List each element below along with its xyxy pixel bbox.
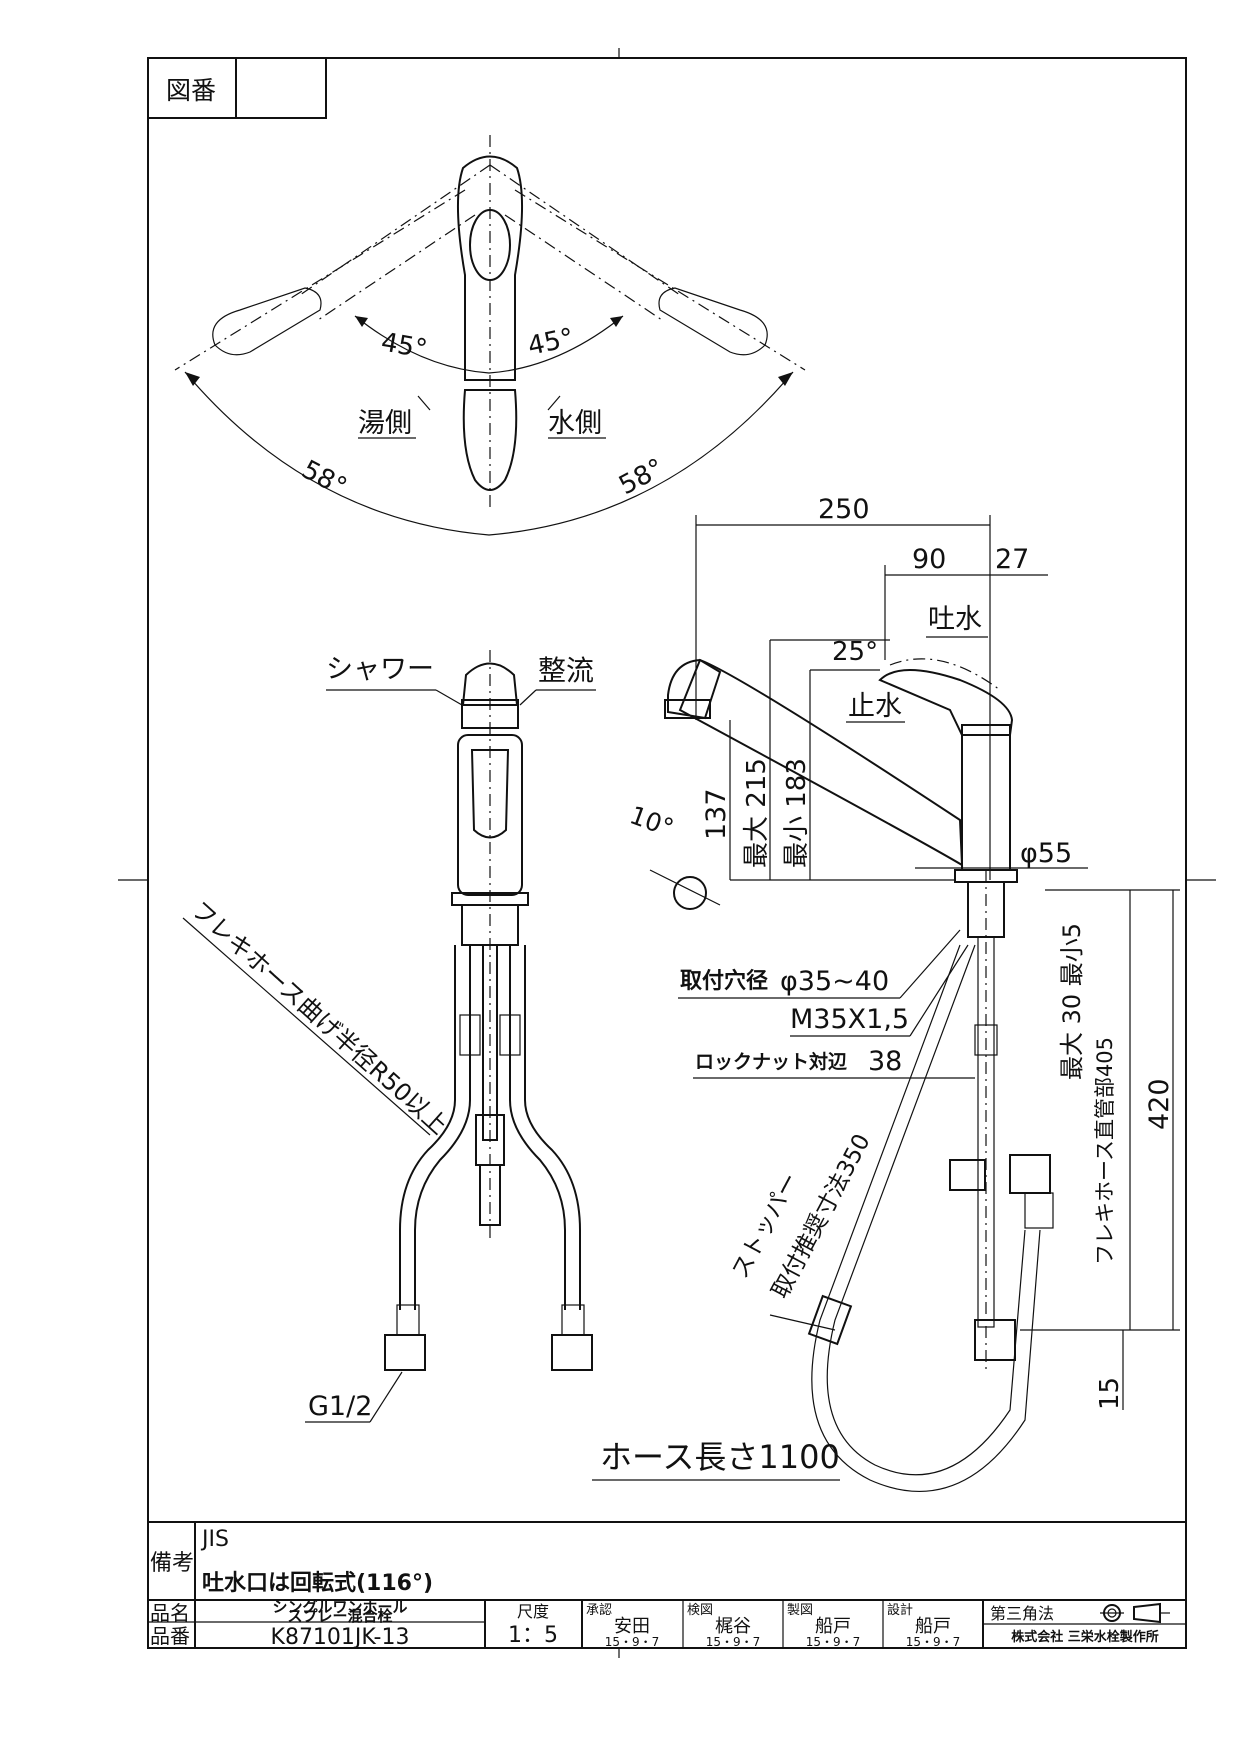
front-view: シャワー 整流 フレキホース曲げ半径R50以上 G1/2 — [182, 650, 596, 1423]
checked-name: 梶谷 — [715, 1616, 751, 1637]
angle-45-left: 45° — [379, 327, 430, 365]
shower-label: シャワー — [326, 654, 434, 685]
side-view: 250 90 27 137 — [592, 494, 1180, 1492]
mount-hole-dia: φ35~40 — [780, 966, 889, 997]
top-view: 45° 45° 58° 58° 湯側 水側 — [174, 135, 806, 536]
title-block: 備考 JIS 吐水口は回転式(116°) 品名 シングルワンホール スプレー混合… — [148, 1521, 1186, 1650]
checked-label: 検図 — [687, 1603, 713, 1618]
product-no: K87101JK-13 — [271, 1625, 410, 1650]
locknut-label: ロックナット対辺 — [695, 1050, 847, 1073]
remark-rotation: 吐水口は回転式(116°) — [202, 1570, 433, 1596]
approved-date: 15・9・7 — [605, 1635, 660, 1649]
cold-side-label: 水側 — [548, 408, 602, 439]
locknut-size: 38 — [868, 1046, 902, 1077]
dim-90: 90 — [912, 544, 946, 575]
thread-label: G1/2 — [308, 1391, 372, 1422]
design-label: 設計 — [887, 1602, 913, 1618]
angle-25: 25° — [832, 637, 878, 667]
drawn-date: 15・9・7 — [806, 1635, 861, 1649]
product-no-label: 品番 — [150, 1624, 190, 1648]
hose-length-label: ホース長さ1100 — [600, 1438, 840, 1476]
product-name-2: スプレー混合栓 — [287, 1607, 392, 1625]
drawn-label: 製図 — [787, 1603, 813, 1618]
flex-straight-label: フレキホース直管部405 — [1093, 1037, 1117, 1265]
company-name: 株式会社 三栄水栓製作所 — [1011, 1629, 1159, 1645]
remark-jis: JIS — [200, 1527, 229, 1552]
product-name-1: シングルワンホール — [272, 1598, 407, 1616]
angle-45-right: 45° — [525, 323, 576, 362]
max30-min5: 最大 30 最小5 — [1058, 923, 1086, 1080]
mount-hole-label: 取付穴径 — [680, 968, 768, 994]
checked-date: 15・9・7 — [706, 1635, 761, 1649]
dim-137: 137 — [701, 788, 732, 840]
dim-15: 15 — [1095, 1377, 1125, 1410]
dim-max215: 最大 215 — [742, 758, 772, 868]
angle-58-left: 58° — [297, 455, 352, 503]
angle-10: 10° — [626, 800, 678, 842]
approved-label: 承認 — [586, 1602, 612, 1618]
hose-bend-label: フレキホース曲げ半径R50以上 — [186, 896, 453, 1140]
design-name: 船戸 — [915, 1616, 951, 1637]
dim-250: 250 — [818, 494, 870, 525]
angle-58-right: 58° — [614, 453, 669, 501]
thread-m35: M35X1,5 — [790, 1004, 909, 1035]
dim-min183: 最小 183 — [782, 758, 812, 868]
stop-water-label: 止水 — [848, 691, 902, 722]
design-date: 15・9・7 — [906, 1635, 961, 1649]
dia-55: φ55 — [1020, 838, 1072, 869]
scale-value: 1：5 — [508, 1623, 558, 1648]
remarks-label: 備考 — [150, 1551, 194, 1576]
drawn-name: 船戸 — [815, 1616, 851, 1637]
hot-side-label: 湯側 — [358, 408, 412, 439]
approved-name: 安田 — [614, 1616, 650, 1637]
projection-label: 第三角法 — [990, 1604, 1054, 1623]
scale-label: 尺度 — [517, 1602, 549, 1621]
dim-27: 27 — [995, 544, 1029, 575]
drawing-no-label: 図番 — [166, 76, 216, 105]
spout-water-label: 吐水 — [928, 604, 982, 635]
product-name-label: 品名 — [150, 1601, 190, 1625]
dim-420: 420 — [1144, 1078, 1175, 1130]
stream-label: 整流 — [538, 654, 594, 687]
third-angle-projection-icon — [1100, 1602, 1170, 1624]
